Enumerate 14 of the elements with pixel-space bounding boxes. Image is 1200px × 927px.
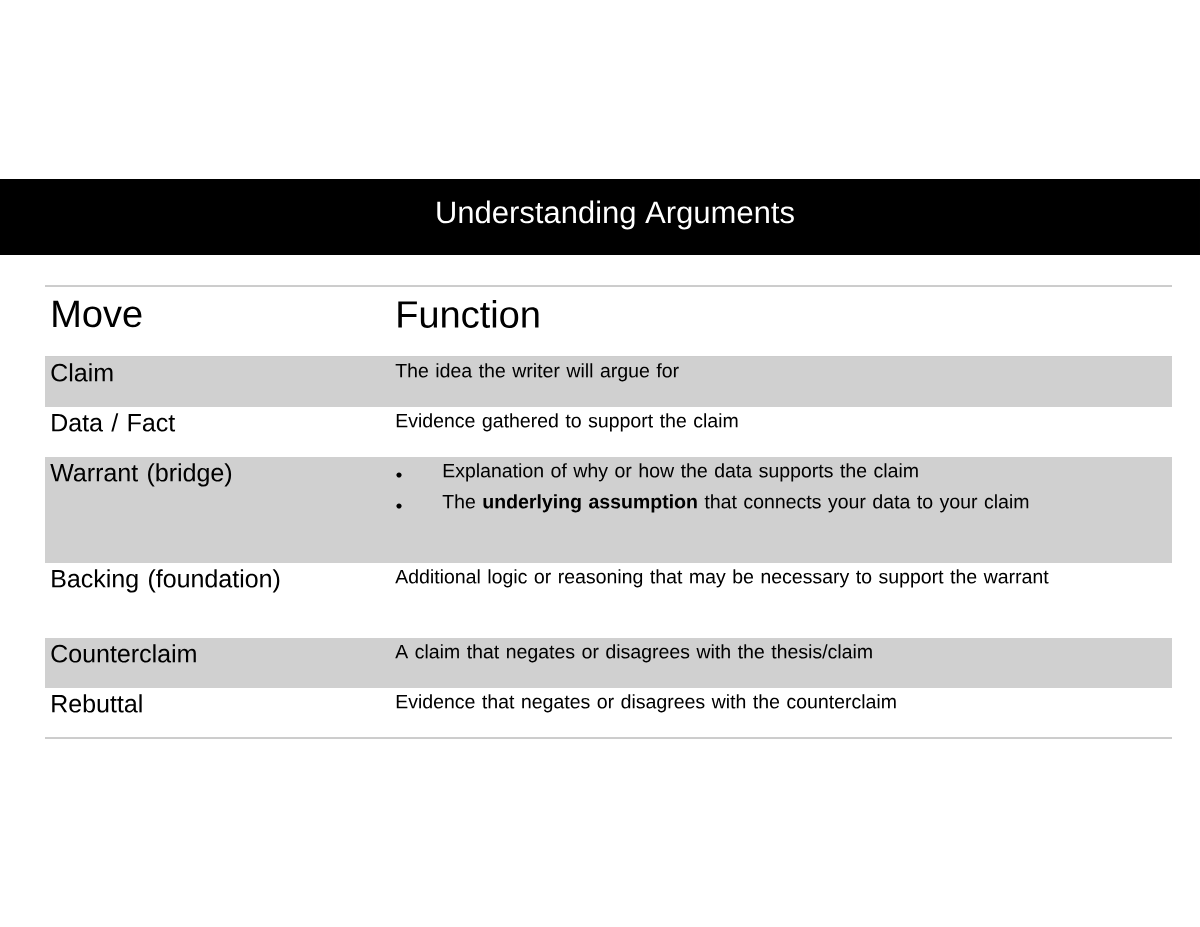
row-label: Counterclaim <box>45 638 385 688</box>
table-cell: Evidence that negates or disagrees with the counterclaim <box>396 694 896 713</box>
row-label: Data / Fact <box>52 413 176 432</box>
table-cell: Additional logic or reasoning that may be necessary to support the warrant <box>395 569 1049 588</box>
column-header: Move <box>53 300 142 328</box>
bullet-item: Explanation of why or how the data supports the claim <box>396 463 918 482</box>
title-bar: Understanding Arguments <box>0 179 1200 255</box>
row-label: Claim <box>45 357 385 407</box>
row-label: Warrant (bridge) <box>45 457 385 563</box>
bullet-item: The underlying assumption that connects your data to your claim <box>396 494 1029 513</box>
row-label: Backing (foundation) <box>52 569 280 593</box>
column-header: Function <box>398 300 539 328</box>
table-cell: Evidence gathered to support the claim <box>396 413 738 432</box>
row-label: Rebuttal <box>52 694 142 713</box>
